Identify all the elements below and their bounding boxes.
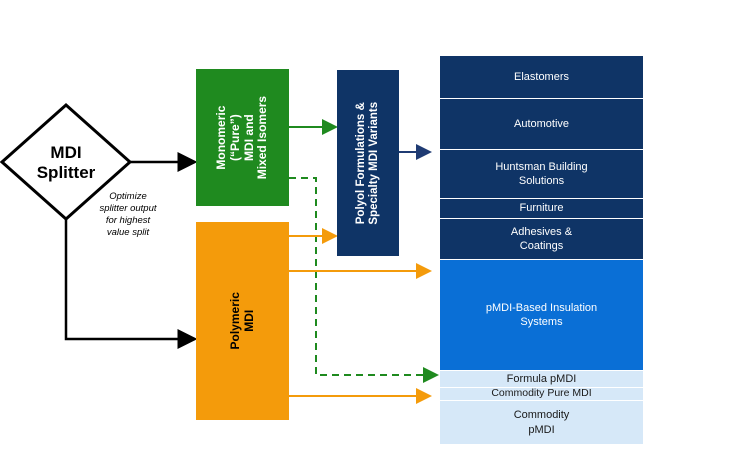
segment-commodity-pure: Commodity Pure MDI <box>440 387 643 401</box>
segment-commodity-pure-label: Commodity Pure MDI <box>491 387 592 400</box>
note-line2: splitter output <box>99 202 157 214</box>
segment-commodity-line1: Commodity <box>513 409 570 422</box>
note-line3: for highest <box>105 214 151 226</box>
segment-automotive: Automotive <box>440 99 643 150</box>
segment-formula-label: Formula pMDI <box>506 372 577 385</box>
splitter-note: Optimize splitter output for highest val… <box>78 191 178 239</box>
segment-furniture: Furniture <box>440 199 643 219</box>
segment-automotive-label: Automotive <box>513 117 570 130</box>
polyol-line2: Specialty MDI Variants <box>368 101 380 225</box>
note-line1: Optimize <box>109 191 147 202</box>
segment-commodity-pmdi: Commodity pMDI <box>440 401 643 444</box>
segment-formula: Formula pMDI <box>440 371 643 388</box>
segment-furniture-label: Furniture <box>519 202 564 215</box>
splitter-title-line1: MDI <box>50 143 82 162</box>
polyol-box: Polyol Formulations & Specialty MDI Vari… <box>337 70 399 256</box>
monomeric-line2: (“Pure”) <box>227 114 242 161</box>
segment-insulation-line2: Systems <box>520 316 563 328</box>
segment-building-line1: Huntsman Building <box>495 160 588 173</box>
monomeric-line1: Monomeric <box>213 105 228 170</box>
polymeric-line1: Polymeric <box>227 292 242 350</box>
segment-adhesives: Adhesives & Coatings <box>440 219 643 260</box>
monomeric-line3: MDI and <box>241 114 256 161</box>
splitter-title-line2: Splitter <box>36 162 96 182</box>
polyol-line1: Polyol Formulations & <box>354 101 367 225</box>
segment-commodity-line2: pMDI <box>528 423 555 436</box>
segment-adhesives-line1: Adhesives & <box>510 225 573 238</box>
segment-insulation-line1: pMDI-Based Insulation <box>485 301 598 314</box>
monomeric-box: Monomeric (“Pure”) MDI and Mixed Isomers <box>196 69 289 206</box>
monomeric-line4: Mixed Isomers <box>255 95 270 180</box>
segment-building: Huntsman Building Solutions <box>440 150 643 199</box>
polymeric-box: Polymeric MDI <box>196 222 289 420</box>
polymeric-line2: MDI <box>241 310 256 332</box>
arrow-monomeric-to-commodity-pure <box>289 177 439 383</box>
splitter-label: MDI Splitter <box>22 143 110 182</box>
segment-elastomers-label: Elastomers <box>513 70 570 83</box>
segment-elastomers: Elastomers <box>440 56 643 99</box>
note-line4: value split <box>106 226 150 238</box>
segment-building-line2: Solutions <box>518 175 565 187</box>
segment-adhesives-line2: Coatings <box>519 240 564 252</box>
segment-insulation: pMDI-Based Insulation Systems <box>440 260 643 371</box>
arrow-splitter-to-polymeric <box>64 219 198 349</box>
